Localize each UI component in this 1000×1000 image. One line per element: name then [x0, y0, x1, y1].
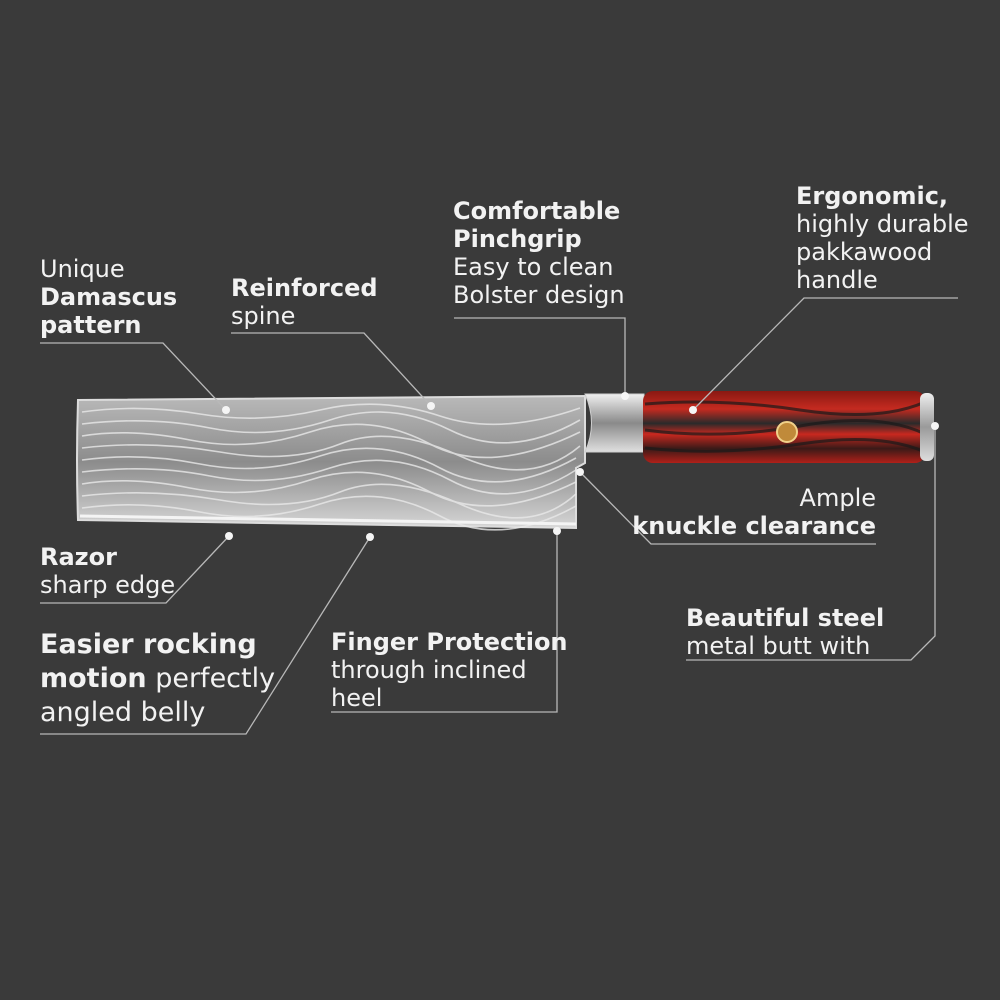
bolster: [584, 393, 645, 453]
finger-line3: heel: [331, 684, 383, 712]
handle-line1: Ergonomic,: [796, 182, 949, 210]
finger-line2: through inclined: [331, 656, 527, 684]
handle-line4: handle: [796, 266, 878, 294]
pinchgrip-line2: Pinchgrip: [453, 225, 582, 253]
pinchgrip-callout: Comfortable Pinchgrip Easy to clean Bols…: [453, 197, 625, 309]
damascus-line1: Unique: [40, 255, 125, 283]
rocking-callout: Easier rocking motion perfectly angled b…: [40, 628, 275, 730]
knuckle-line2: knuckle clearance: [632, 512, 876, 540]
butt-callout: Beautiful steel metal butt with: [686, 604, 884, 660]
edge-line1: Razor: [40, 543, 117, 571]
blade: [76, 394, 586, 530]
handle-line2: highly durable: [796, 210, 969, 238]
finger-callout: Finger Protection through inclined heel: [331, 628, 568, 712]
damascus-pattern: [81, 403, 581, 531]
spine-callout: Reinforced spine: [231, 274, 378, 330]
knuckle-line1: Ample: [799, 484, 876, 512]
cutting-edge: [79, 514, 577, 526]
butt-line1: Beautiful steel: [686, 604, 885, 632]
rocking-line3: angled belly: [40, 697, 206, 728]
edge-callout: Razor sharp edge: [40, 543, 175, 599]
handle-line3: pakkawood: [796, 238, 933, 266]
damascus-line3: pattern: [40, 311, 142, 339]
pinchgrip-line4: Bolster design: [453, 281, 625, 309]
pinchgrip-line3: Easy to clean: [453, 253, 614, 281]
knuckle-callout: Ample knuckle clearance: [632, 484, 876, 540]
leader-dots: [222, 392, 939, 541]
leader-lines: [40, 297, 958, 735]
pinchgrip-line1: Comfortable: [453, 197, 621, 225]
rocking-line2b: perfectly: [146, 663, 276, 694]
edge-line2: sharp edge: [40, 571, 176, 599]
metal-butt: [920, 393, 934, 461]
handle-grain: [644, 400, 926, 454]
butt-line2: metal butt with: [686, 632, 871, 660]
spine-line2: spine: [231, 302, 296, 330]
handle-rivet-icon: [776, 421, 798, 443]
finger-line1: Finger Protection: [331, 628, 568, 656]
rocking-line2a: motion: [40, 663, 147, 694]
damascus-callout: Unique Damascus pattern: [40, 255, 177, 339]
rocking-line1: Easier rocking: [40, 629, 257, 660]
handle-callout: Ergonomic, highly durable pakkawood hand…: [796, 182, 969, 294]
damascus-line2: Damascus: [40, 283, 178, 311]
spine-line1: Reinforced: [231, 274, 378, 302]
